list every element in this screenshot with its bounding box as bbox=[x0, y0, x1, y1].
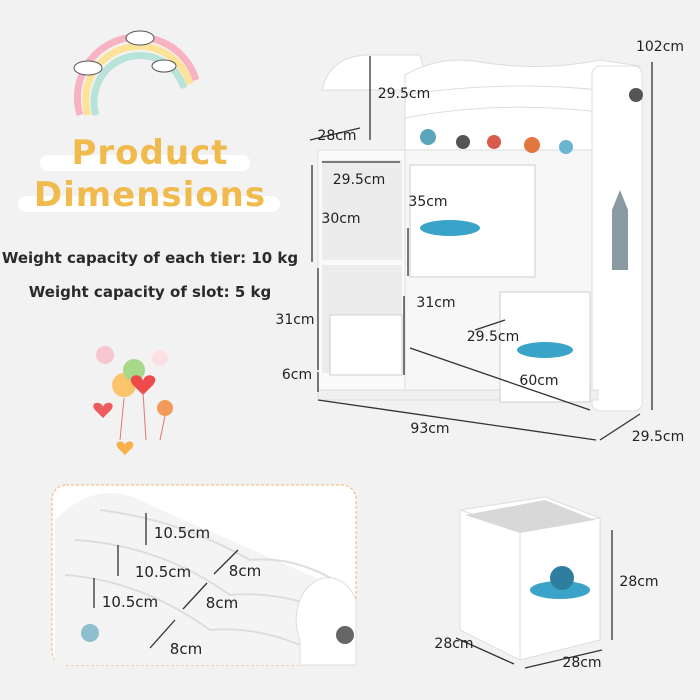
dim-lower-height: 31cm bbox=[275, 312, 315, 328]
dim-side-depth: 28cm bbox=[317, 128, 357, 144]
title-line-1: Product bbox=[71, 133, 229, 173]
dim-height-total: 102cm bbox=[635, 39, 685, 55]
storage-bin bbox=[329, 314, 403, 376]
dim-bin-depth: 28cm bbox=[434, 636, 474, 652]
dim-leg-height: 6cm bbox=[281, 367, 313, 383]
shelf-illustration bbox=[317, 54, 643, 412]
dim-middle-height: 31cm bbox=[416, 295, 456, 311]
dim-slot-depth-1: 8cm bbox=[228, 562, 262, 580]
tier-capacity-text: Weight capacity of each tier: 10 kg bbox=[1, 249, 299, 267]
dim-total-width: 93cm bbox=[410, 421, 450, 437]
dim-slot-height-1: 10.5cm bbox=[153, 524, 211, 542]
dim-cube-height: 30cm bbox=[321, 211, 361, 227]
detail-slots bbox=[55, 493, 357, 666]
dim-bin-width: 28cm bbox=[562, 655, 602, 671]
dim-slot-height-3: 10.5cm bbox=[101, 593, 159, 611]
dim-bin-height: 28cm bbox=[619, 574, 659, 590]
dim-slot-depth-3: 8cm bbox=[169, 640, 203, 658]
storage-bin bbox=[409, 164, 536, 278]
dim-top-slot-height: 29.5cm bbox=[377, 86, 431, 102]
title-line-2: Dimensions bbox=[33, 175, 267, 215]
dim-slot-height-2: 10.5cm bbox=[134, 563, 192, 581]
dim-cube-width: 29.5cm bbox=[332, 172, 386, 188]
balloons-icon bbox=[93, 346, 173, 455]
bin-illustration bbox=[459, 496, 601, 661]
dim-slot-depth-2: 8cm bbox=[205, 594, 239, 612]
rainbow-icon bbox=[73, 30, 200, 117]
dim-lower-width: 60cm bbox=[519, 373, 559, 389]
title-highlight bbox=[18, 196, 280, 212]
slot-capacity-text: Weight capacity of slot: 5 kg bbox=[28, 283, 272, 301]
dim-total-depth: 29.5cm bbox=[631, 429, 685, 445]
title-highlight bbox=[40, 155, 250, 171]
dim-bin-height: 35cm bbox=[408, 194, 448, 210]
dim-lower-depth: 29.5cm bbox=[466, 329, 520, 345]
dimension-lines bbox=[309, 56, 653, 441]
